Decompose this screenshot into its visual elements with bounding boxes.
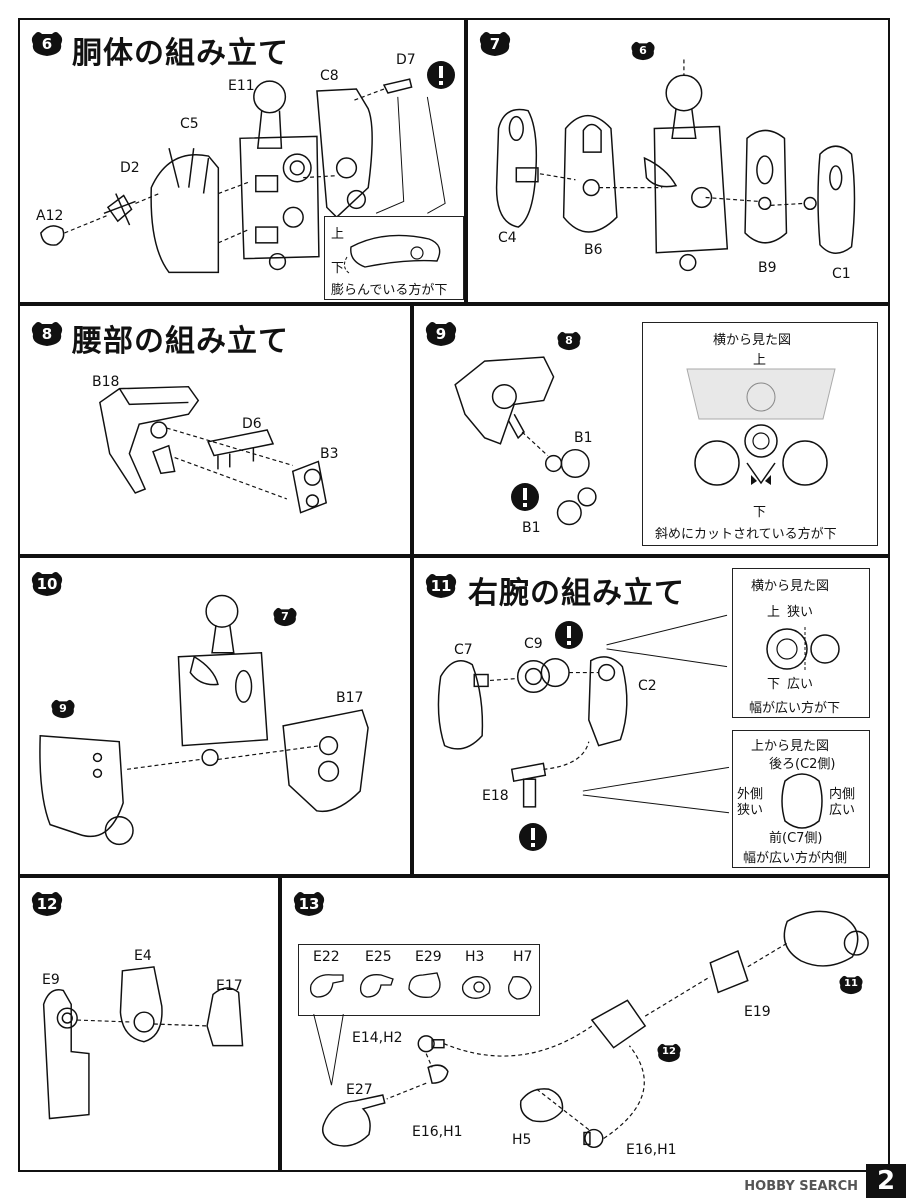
hand-label: H3	[465, 949, 485, 965]
step-9-panel: 9 8 B1 B1 横から見た図	[412, 304, 890, 556]
watermark: HOBBY SEARCH	[744, 1179, 858, 1194]
hand-label: E25	[365, 949, 392, 965]
part-label: H5	[512, 1132, 532, 1148]
step-title: 右腕の組み立て	[468, 576, 685, 611]
part-label: C5	[180, 116, 199, 132]
note-heading: 上から見た図	[751, 739, 830, 754]
part-label: E19	[744, 1004, 771, 1020]
step-12-panel: 12 E4 E9 E17	[18, 876, 280, 1172]
assembly-illustration	[39, 594, 369, 846]
caution-icon	[427, 61, 455, 89]
step-badge: 9	[424, 320, 458, 348]
hand-label: H7	[513, 949, 533, 965]
caution-icon	[555, 621, 583, 649]
step-badge: 10	[30, 570, 64, 598]
part-label: B1	[522, 520, 541, 536]
caution-icon	[511, 483, 539, 511]
step-ref-badge: 9	[50, 698, 76, 720]
step-badge: 11	[424, 572, 458, 600]
part-label: E17	[216, 978, 243, 994]
note-bottom: 下	[331, 261, 345, 276]
caution-icon	[519, 823, 547, 851]
note-inner: 内側	[829, 787, 856, 802]
part-label: B3	[320, 446, 339, 462]
step-badge: 7	[478, 30, 512, 58]
part-label: E16,H1	[626, 1142, 677, 1158]
part-label: B17	[336, 690, 364, 706]
step-13-panel: 13 12 11 E22 E25 E29 H3 H7	[280, 876, 890, 1172]
assembly-illustration	[495, 59, 856, 272]
note-caption: 幅が広い方が下	[749, 701, 841, 716]
step-title: 腰部の組み立て	[72, 324, 289, 359]
part-label: E16,H1	[412, 1124, 463, 1140]
note-narrow: 狭い	[787, 605, 814, 620]
note-top: 上	[331, 227, 345, 242]
top-view-note: 上から見た図 後ろ(C2側) 外側 狭い 内側 広い 前(C7側) 幅が広い方が…	[732, 730, 870, 868]
page-number: 2	[866, 1164, 906, 1198]
hand-label: E29	[415, 949, 442, 965]
step-ref-badge: 7	[272, 606, 298, 628]
note-wide: 広い	[787, 677, 814, 692]
note-top: 上	[767, 605, 781, 620]
hand-options-box: E22 E25 E29 H3 H7	[298, 944, 540, 1016]
part-label: C4	[498, 230, 517, 246]
part-label: E14,H2	[352, 1030, 403, 1046]
step-8-panel: 8 腰部の組み立て B18 D6 B3	[18, 304, 412, 556]
step-badge: 12	[30, 890, 64, 918]
part-label: E18	[482, 788, 509, 804]
step-badge: 13	[292, 890, 326, 918]
part-label: C1	[832, 266, 851, 282]
part-label: E4	[134, 948, 152, 964]
part-label: C9	[524, 636, 543, 652]
step-badge: 6	[30, 30, 64, 58]
step-ref-badge: 6	[630, 40, 656, 62]
assembly-illustration	[99, 385, 328, 514]
step-title: 胴体の組み立て	[72, 36, 289, 71]
side-view-note: 横から見た図 上 狭い 下 広い 幅が広い方が下	[732, 568, 870, 718]
note-caption: 斜めにカットされている方が下	[655, 527, 837, 542]
part-label: E27	[346, 1082, 373, 1098]
part-label: B1	[574, 430, 593, 446]
part-label: A12	[36, 208, 64, 224]
assembly-illustration	[42, 966, 244, 1120]
part-label: B6	[584, 242, 603, 258]
note-heading: 横から見た図	[751, 579, 830, 594]
note-bottom: 下	[753, 505, 767, 520]
step-10-panel: 10 7 9 B17	[18, 556, 412, 876]
note-top: 上	[753, 353, 767, 368]
part-label: B9	[758, 260, 777, 276]
part-label: C2	[638, 678, 657, 694]
part-label: D6	[242, 416, 262, 432]
note-caption: 膨らんでいる方が下	[331, 283, 448, 298]
note-caption: 幅が広い方が内側	[743, 851, 848, 866]
step-badge: 8	[30, 320, 64, 348]
assembly-illustration	[40, 78, 446, 274]
assembly-illustration	[313, 910, 869, 1149]
part-label: D2	[120, 160, 140, 176]
part-label: B18	[92, 374, 120, 390]
part-label: D7	[396, 52, 416, 68]
step-ref-badge: 12	[656, 1042, 682, 1064]
note-bottom: 下	[767, 677, 781, 692]
note-inner-sub: 広い	[829, 803, 856, 818]
hand-label: E22	[313, 949, 340, 965]
part-label: E9	[42, 972, 60, 988]
step-7-panel: 7 6	[466, 18, 890, 304]
note-back: 後ろ(C2側)	[769, 757, 836, 772]
step-6-panel: 6 胴体の組み立て	[18, 18, 466, 304]
assembly-illustration	[454, 356, 597, 526]
note-outer-sub: 狭い	[737, 803, 764, 818]
part-label: E11	[228, 78, 255, 94]
note-front: 前(C7側)	[769, 831, 823, 846]
orientation-note: 上 下 膨らんでいる方が下	[324, 216, 464, 300]
assembly-illustration	[437, 614, 730, 814]
note-outer: 外側	[737, 787, 764, 802]
step-ref-badge: 11	[838, 974, 864, 996]
note-heading: 横から見た図	[713, 333, 792, 348]
step-11-panel: 11 右腕の組み立て C7 C9 C2 E18	[412, 556, 890, 876]
part-label: C8	[320, 68, 339, 84]
side-view-note: 横から見た図 上 下 斜めにカットされている方が下	[642, 322, 878, 546]
step-ref-badge: 8	[556, 330, 582, 352]
part-label: C7	[454, 642, 473, 658]
